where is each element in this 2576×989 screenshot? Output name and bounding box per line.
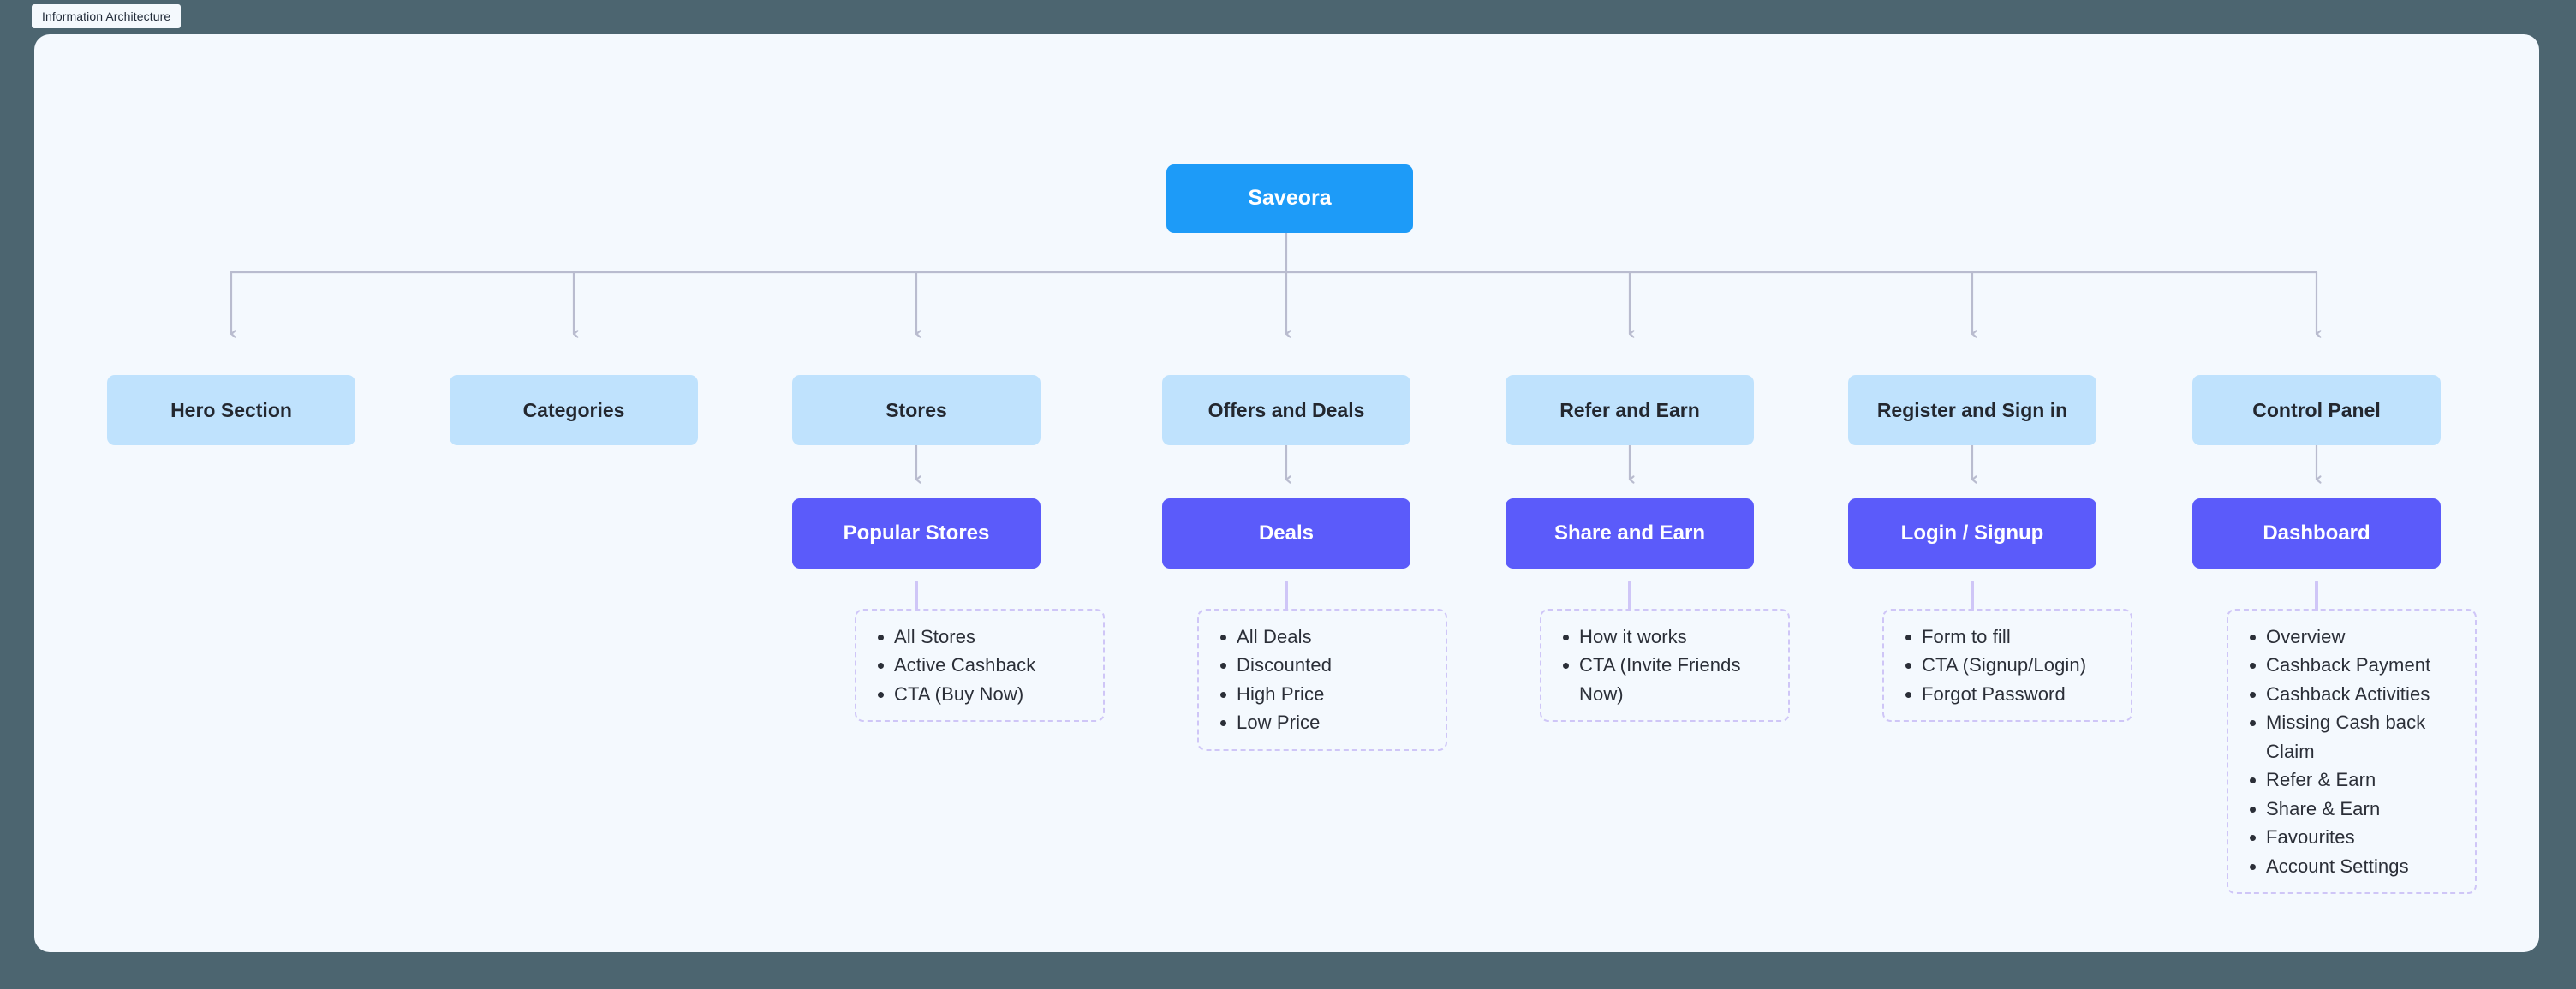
node-offers-and-deals-label: Offers and Deals xyxy=(1208,398,1365,421)
detail-list-item: Account Settings xyxy=(2244,852,2460,880)
node-dashboard[interactable]: Dashboard xyxy=(2192,498,2441,569)
node-categories[interactable]: Categories xyxy=(450,375,698,445)
node-share-and-earn-label: Share and Earn xyxy=(1553,521,1706,545)
node-refer-and-earn-label: Refer and Earn xyxy=(1559,398,1700,421)
node-root-saveora[interactable]: Saveora xyxy=(1166,164,1413,233)
detail-list-item: Form to fill xyxy=(1899,623,2115,651)
detail-list-item: All Deals xyxy=(1214,623,1430,651)
detail-list-item: All Stores xyxy=(872,623,1088,651)
node-control-panel[interactable]: Control Panel xyxy=(2192,375,2441,445)
detail-list-item: CTA (Signup/Login) xyxy=(1899,651,2115,679)
node-popular-stores-label: Popular Stores xyxy=(843,521,990,545)
detail-list-item: Cashback Activities xyxy=(2244,680,2460,708)
node-popular-stores[interactable]: Popular Stores xyxy=(792,498,1041,569)
detail-list-item: Missing Cash back Claim xyxy=(2244,708,2460,766)
node-offers-and-deals[interactable]: Offers and Deals xyxy=(1162,375,1410,445)
node-root-label: Saveora xyxy=(1248,186,1332,211)
node-deals[interactable]: Deals xyxy=(1162,498,1410,569)
node-dashboard-label: Dashboard xyxy=(2263,521,2370,545)
detail-list-item: High Price xyxy=(1214,680,1430,708)
node-categories-label: Categories xyxy=(522,398,625,421)
node-control-panel-label: Control Panel xyxy=(2252,398,2381,421)
detail-list-item: CTA (Buy Now) xyxy=(872,680,1088,708)
detail-list-item: Discounted xyxy=(1214,651,1430,679)
node-deals-label: Deals xyxy=(1258,521,1315,545)
node-share-and-earn[interactable]: Share and Earn xyxy=(1506,498,1754,569)
node-hero-section[interactable]: Hero Section xyxy=(107,375,355,445)
detail-list-item: Active Cashback xyxy=(872,651,1088,679)
detail-list-item: How it works xyxy=(1557,623,1773,651)
node-refer-and-earn[interactable]: Refer and Earn xyxy=(1506,375,1754,445)
node-register-and-sign-in[interactable]: Register and Sign in xyxy=(1848,375,2096,445)
node-hero-section-label: Hero Section xyxy=(170,398,292,421)
node-login-signup-label: Login / Signup xyxy=(1900,521,2044,545)
detail-list-item: Low Price xyxy=(1214,708,1430,736)
detail-list-item: CTA (Invite Friends Now) xyxy=(1557,651,1773,708)
node-stores-label: Stores xyxy=(886,398,947,421)
node-register-and-sign-in-label: Register and Sign in xyxy=(1876,398,2068,421)
detail-list-item: Forgot Password xyxy=(1899,680,2115,708)
detail-list-item: Favourites xyxy=(2244,823,2460,851)
file-tab-label: Information Architecture xyxy=(42,9,171,23)
node-stores[interactable]: Stores xyxy=(792,375,1041,445)
detail-list-item: Overview xyxy=(2244,623,2460,651)
file-tab[interactable]: Information Architecture xyxy=(32,4,182,28)
detail-list-item: Cashback Payment xyxy=(2244,651,2460,679)
diagram-canvas[interactable]: Saveora Hero Section Categories Stores O… xyxy=(34,34,2539,952)
node-login-signup[interactable]: Login / Signup xyxy=(1848,498,2096,569)
information-architecture-diagram: Saveora Hero Section Categories Stores O… xyxy=(34,34,2539,952)
detail-list-item: Share & Earn xyxy=(2244,795,2460,823)
detail-list-item: Refer & Earn xyxy=(2244,766,2460,794)
